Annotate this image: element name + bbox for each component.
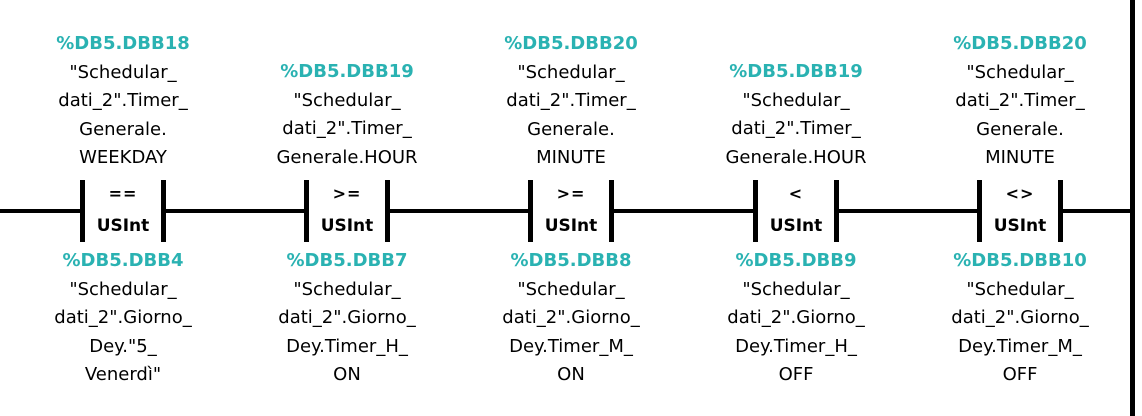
- compare-operator: <>: [1005, 184, 1035, 203]
- contact-2-bottom-operand: %DB5.DBB7 "Schedular_ dati_2".Giorno_ De…: [247, 247, 447, 390]
- compare-operator: ==: [108, 184, 138, 203]
- wire-segment: [390, 209, 528, 213]
- operand-line: "Schedular_: [293, 278, 401, 300]
- operand-line: OFF: [778, 364, 814, 385]
- operand-line: Dey.Timer_M_: [509, 335, 633, 357]
- compare-contact-4[interactable]: < USInt: [753, 180, 839, 242]
- operand-line: "Schedular_: [293, 89, 401, 111]
- operand-line: Venerdì": [84, 364, 162, 385]
- operand-line: Generale.: [79, 118, 167, 140]
- operand-line: dati_2".Timer_: [282, 118, 412, 139]
- wire-segment: [1063, 209, 1133, 213]
- compare-contact-5[interactable]: <> USInt: [977, 180, 1063, 242]
- compare-contact-3[interactable]: >= USInt: [528, 180, 614, 242]
- data-type-label: USInt: [96, 216, 150, 236]
- compare-operator: >=: [332, 184, 362, 203]
- operand-line: WEEKDAY: [79, 147, 167, 168]
- contact-bar-right: [834, 180, 839, 242]
- operand-address: %DB5.DBB4: [62, 250, 184, 271]
- operand-address: %DB5.DBB20: [953, 33, 1087, 54]
- operand-line: "Schedular_: [966, 278, 1074, 300]
- operand-line: dati_2".Timer_: [506, 90, 636, 111]
- wire-segment: [839, 209, 977, 213]
- operand-line: ON: [333, 364, 361, 385]
- operand-line: Dey.Timer_H_: [286, 335, 408, 357]
- operand-address: %DB5.DBB7: [286, 250, 408, 271]
- contact-bar-left: [304, 180, 309, 242]
- wire-segment: [0, 209, 80, 213]
- data-type-label: USInt: [544, 216, 598, 236]
- operand-line: "Schedular_: [517, 278, 625, 300]
- contact-3-top-operand: %DB5.DBB20 "Schedular_ dati_2".Timer_ Ge…: [471, 30, 671, 173]
- operand-line: "Schedular_: [742, 89, 850, 111]
- operand-address: %DB5.DBB19: [280, 61, 414, 82]
- compare-operator: <: [788, 184, 804, 203]
- operand-line: dati_2".Timer_: [731, 118, 861, 139]
- data-type-label: USInt: [320, 216, 374, 236]
- contact-bar-left: [528, 180, 533, 242]
- contact-5-top-operand: %DB5.DBB20 "Schedular_ dati_2".Timer_ Ge…: [920, 30, 1120, 173]
- operand-line: Generale.HOUR: [276, 146, 418, 168]
- operand-address: %DB5.DBB10: [953, 250, 1087, 271]
- operand-line: dati_2".Giorno_: [278, 307, 416, 328]
- right-power-rail: [1130, 0, 1135, 416]
- contact-4-top-operand: %DB5.DBB19 "Schedular_ dati_2".Timer_ Ge…: [696, 58, 896, 172]
- contact-bar-left: [80, 180, 85, 242]
- operand-line: dati_2".Giorno_: [951, 307, 1089, 328]
- operand-line: Generale.: [976, 118, 1064, 140]
- contact-4-bottom-operand: %DB5.DBB9 "Schedular_ dati_2".Giorno_ De…: [696, 247, 896, 390]
- contact-bar-right: [1058, 180, 1063, 242]
- operand-line: "Schedular_: [69, 278, 177, 300]
- operand-line: Generale.: [527, 118, 615, 140]
- operand-line: dati_2".Giorno_: [502, 307, 640, 328]
- operand-line: MINUTE: [985, 147, 1055, 168]
- contact-2-top-operand: %DB5.DBB19 "Schedular_ dati_2".Timer_ Ge…: [247, 58, 447, 172]
- contact-bar-left: [977, 180, 982, 242]
- operand-line: dati_2".Giorno_: [727, 307, 865, 328]
- operand-address: %DB5.DBB9: [735, 250, 857, 271]
- operand-line: Generale.HOUR: [725, 146, 867, 168]
- operand-line: "Schedular_: [966, 61, 1074, 83]
- operand-line: "Schedular_: [517, 61, 625, 83]
- operand-line: "Schedular_: [69, 61, 177, 83]
- operand-address: %DB5.DBB20: [504, 33, 638, 54]
- operand-line: ON: [557, 364, 585, 385]
- operand-address: %DB5.DBB18: [56, 33, 190, 54]
- operand-line: OFF: [1002, 364, 1038, 385]
- contact-5-bottom-operand: %DB5.DBB10 "Schedular_ dati_2".Giorno_ D…: [920, 247, 1120, 390]
- operand-line: Dey.Timer_M_: [958, 335, 1082, 357]
- compare-contact-2[interactable]: >= USInt: [304, 180, 390, 242]
- contact-1-bottom-operand: %DB5.DBB4 "Schedular_ dati_2".Giorno_ De…: [23, 247, 223, 390]
- contact-3-bottom-operand: %DB5.DBB8 "Schedular_ dati_2".Giorno_ De…: [471, 247, 671, 390]
- contact-1-top-operand: %DB5.DBB18 "Schedular_ dati_2".Timer_ Ge…: [23, 30, 223, 173]
- wire-segment: [614, 209, 753, 213]
- operand-address: %DB5.DBB8: [510, 250, 632, 271]
- contact-bar-right: [385, 180, 390, 242]
- operand-line: Dey.Timer_H_: [735, 335, 857, 357]
- operand-line: dati_2".Timer_: [955, 90, 1085, 111]
- operand-line: dati_2".Giorno_: [54, 307, 192, 328]
- wire-segment: [166, 209, 304, 213]
- operand-line: MINUTE: [536, 147, 606, 168]
- operand-line: Dey."5_: [89, 335, 157, 357]
- compare-operator: >=: [556, 184, 586, 203]
- operand-line: "Schedular_: [742, 278, 850, 300]
- data-type-label: USInt: [769, 216, 823, 236]
- operand-line: dati_2".Timer_: [58, 90, 188, 111]
- operand-address: %DB5.DBB19: [729, 61, 863, 82]
- compare-contact-1[interactable]: == USInt: [80, 180, 166, 242]
- contact-bar-right: [161, 180, 166, 242]
- contact-bar-right: [609, 180, 614, 242]
- data-type-label: USInt: [993, 216, 1047, 236]
- contact-bar-left: [753, 180, 758, 242]
